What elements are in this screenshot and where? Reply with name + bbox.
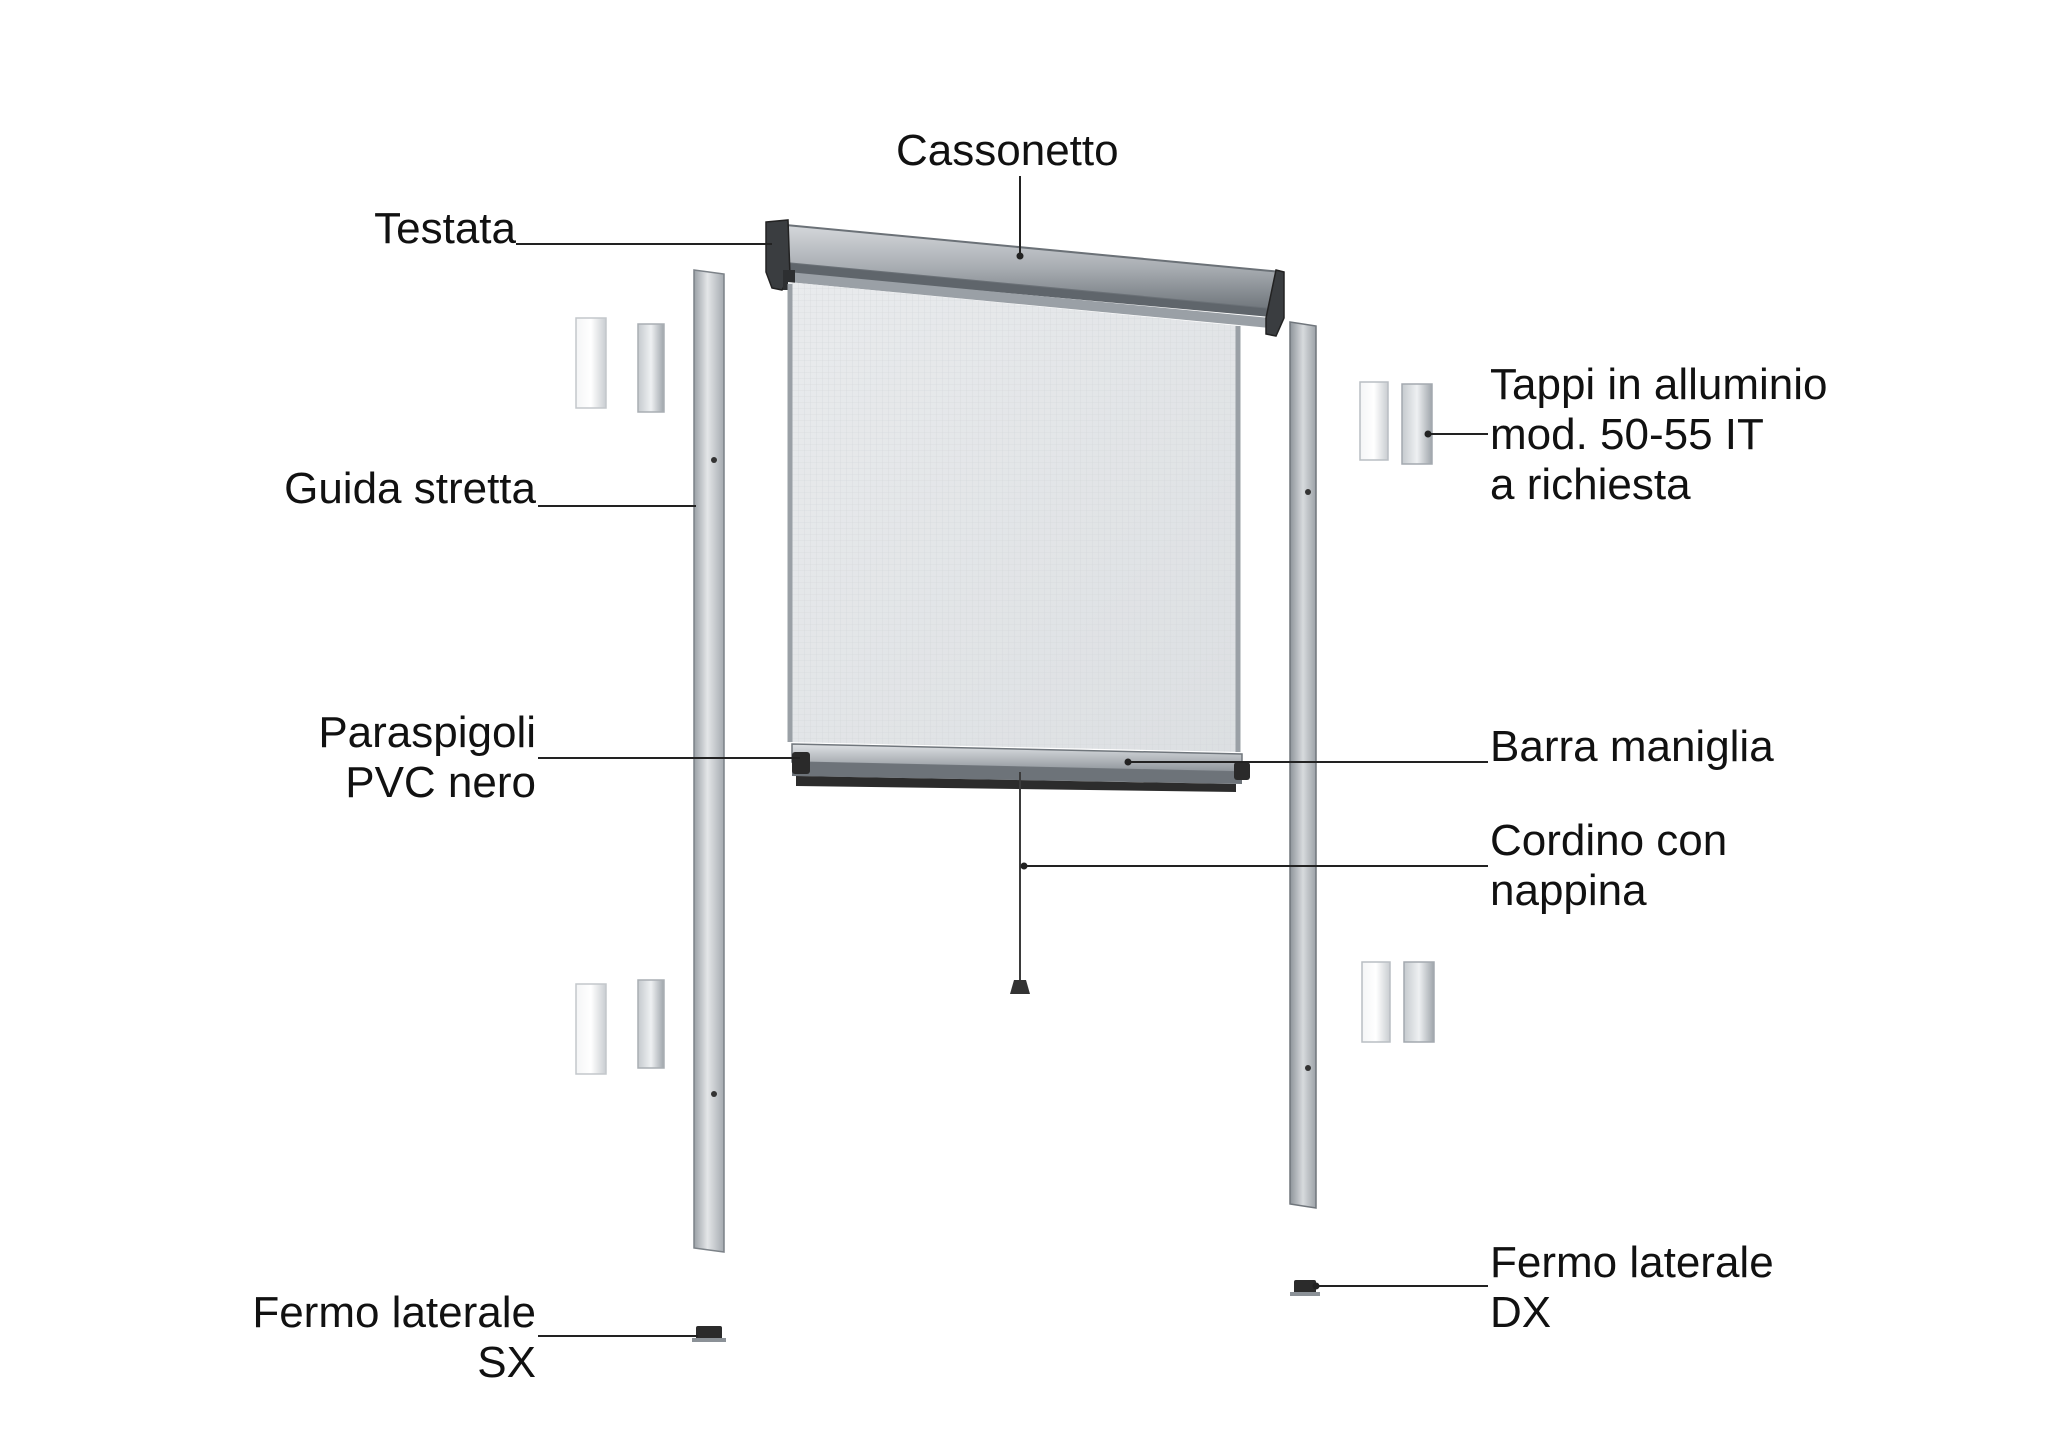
- left-rail: [693, 269, 725, 1253]
- cordino-part: [1010, 772, 1030, 994]
- fermo-dx-part: [1290, 1280, 1320, 1296]
- label-tappi: Tappi in alluminio mod. 50-55 IT a richi…: [1490, 360, 1828, 509]
- label-paraspigoli: Paraspigoli PVC nero: [318, 708, 536, 807]
- label-testata: Testata: [374, 204, 516, 253]
- label-fermo-dx: Fermo laterale DX: [1490, 1238, 1774, 1337]
- label-barra-maniglia: Barra maniglia: [1490, 722, 1774, 771]
- label-guida-stretta: Guida stretta: [284, 464, 536, 513]
- leader-dots: [1016, 252, 1432, 1290]
- leader-lines: [516, 176, 1488, 1337]
- fermo-sx-part: [692, 1326, 726, 1342]
- left-caps-bottom: [575, 979, 665, 1075]
- right-caps-bottom: [1361, 961, 1435, 1043]
- right-end-cap: [1265, 269, 1285, 337]
- left-caps-top: [575, 317, 665, 413]
- testata-part: [765, 219, 795, 291]
- label-cordino: Cordino con nappina: [1490, 816, 1728, 915]
- cassonetto-part: [774, 222, 1283, 328]
- barra-maniglia-part: [791, 743, 1243, 792]
- mesh-panel: [787, 282, 1241, 752]
- right-rail: [1289, 321, 1317, 1209]
- right-caps-top: [1359, 381, 1433, 465]
- label-cassonetto: Cassonetto: [896, 126, 1119, 175]
- label-fermo-sx: Fermo laterale SX: [252, 1288, 536, 1387]
